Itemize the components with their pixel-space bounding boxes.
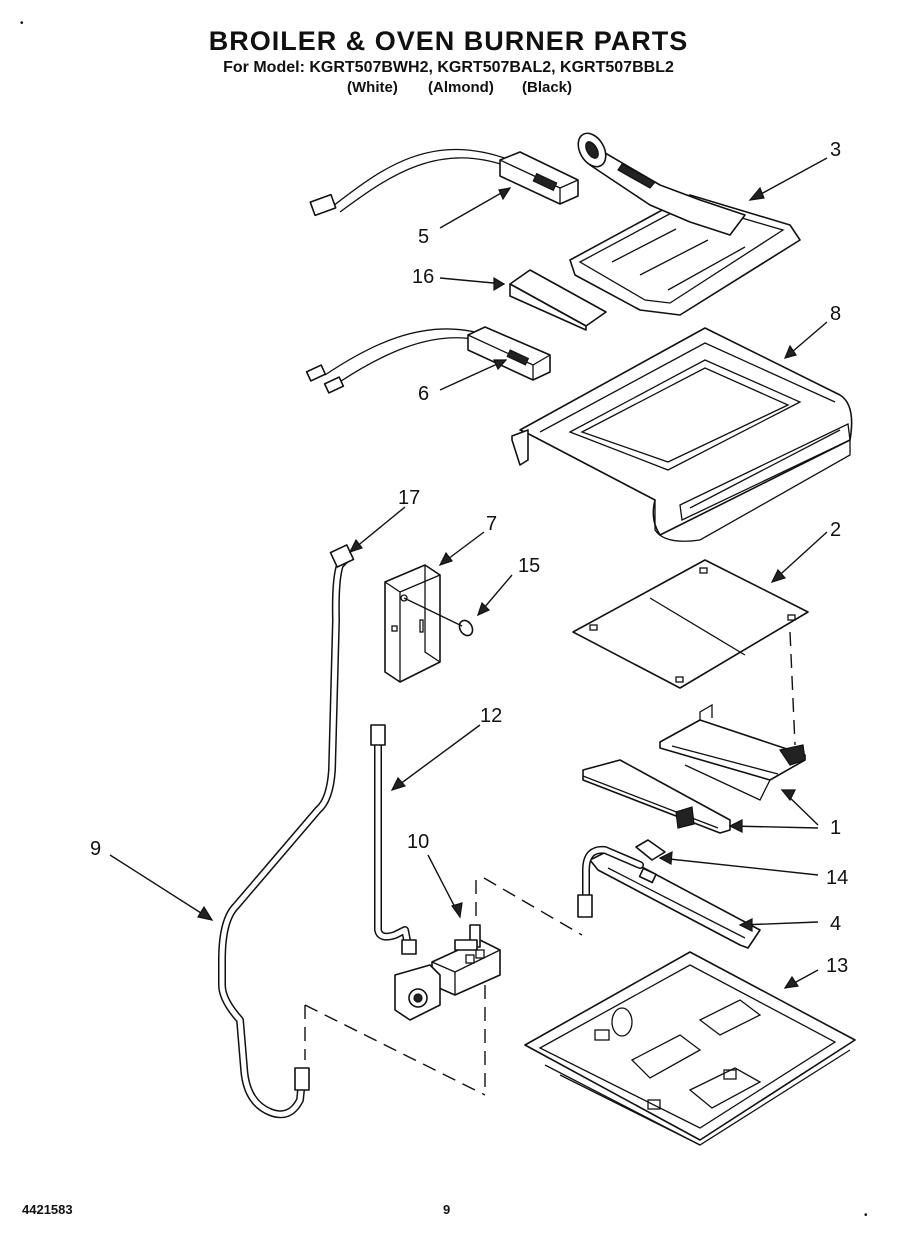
callout-15: 15: [518, 555, 540, 577]
igniter-upper: [309, 148, 579, 217]
burner-clip: [635, 839, 666, 861]
page-number: 9: [443, 1202, 451, 1217]
callout-arrowheads: [197, 186, 800, 989]
oven-burner-tube: [577, 845, 761, 949]
callout-8: 8: [830, 303, 841, 325]
callout-13: 13: [826, 955, 848, 977]
valve-bracket: [384, 564, 441, 683]
corner-mark-bottom: •: [864, 1210, 868, 1221]
broiler-pan: [524, 951, 856, 1146]
color-black: (Black): [522, 79, 573, 96]
callout-1: 1: [830, 817, 841, 839]
color-almond: (Almond): [428, 79, 494, 96]
gas-tube-long: [218, 544, 355, 1119]
oven-bottom-panel: [511, 327, 853, 542]
corner-mark-top: •: [20, 18, 24, 29]
mounting-screw: [403, 597, 474, 637]
broiler-burner: [569, 132, 801, 316]
callout-7: 7: [486, 513, 497, 535]
callout-14: 14: [826, 867, 848, 889]
callout-4: 4: [830, 913, 841, 935]
assembly-dashed-lines: [304, 631, 796, 1096]
callout-9: 9: [90, 838, 101, 860]
burner-support-lower: [582, 759, 731, 834]
callout-6: 6: [418, 383, 429, 405]
callout-2: 2: [830, 519, 841, 541]
page-title: BROILER & OVEN BURNER PARTS: [208, 26, 689, 56]
callout-17: 17: [398, 487, 420, 509]
callout-3: 3: [830, 139, 841, 161]
gas-valve: [394, 924, 501, 1021]
callout-numbers: 3 5 16 8 6 17 7 2 15 12 1 10 9 14 4 13: [90, 139, 848, 977]
flame-spreader: [572, 559, 809, 689]
burner-support-upper: [659, 703, 806, 801]
model-list: For Model: KGRT507BWH2, KGRT507BAL2, KGR…: [223, 59, 674, 76]
gas-tube-short: [370, 724, 417, 955]
callout-5: 5: [418, 226, 429, 248]
callout-12: 12: [480, 705, 502, 727]
color-white: (White): [347, 79, 398, 96]
heat-shield-strip: [509, 269, 607, 331]
igniter-lower: [305, 326, 551, 394]
document-number: 4421583: [22, 1202, 73, 1217]
callout-10: 10: [407, 831, 429, 853]
callout-16: 16: [412, 266, 434, 288]
